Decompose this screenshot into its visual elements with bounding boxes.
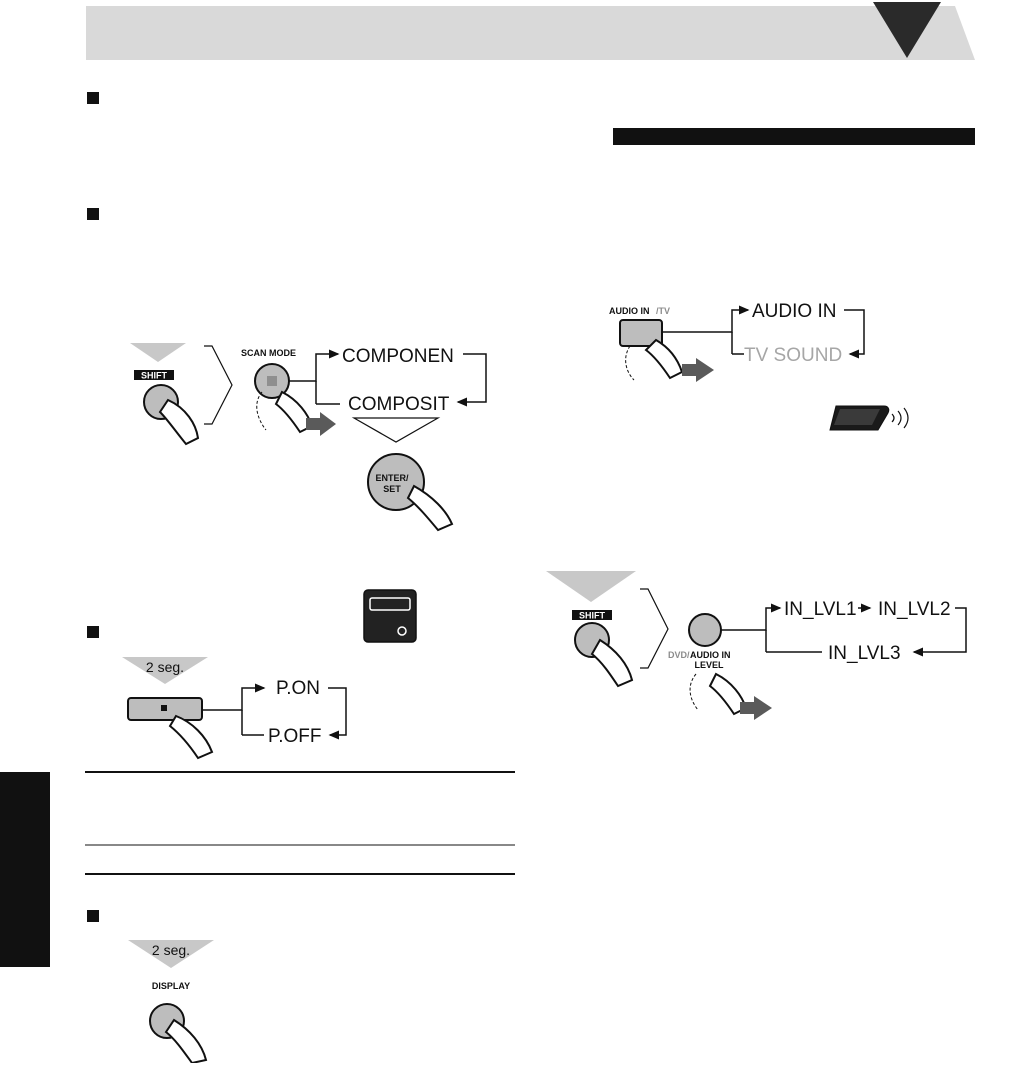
audio-in-level-label-1: AUDIO IN (690, 650, 731, 660)
display-label: DISPLAY (152, 981, 190, 991)
down-triangle-icon (873, 2, 941, 58)
signal-waves-icon (891, 407, 909, 429)
section-bullet (87, 208, 99, 220)
enter-set-label-2: SET (383, 484, 401, 494)
audio-option-1: AUDIO IN (752, 301, 836, 322)
hold-arrow-icon (122, 657, 208, 684)
unit-icon (363, 589, 417, 643)
level-option-2: IN_LVL2 (878, 599, 951, 620)
dvd-audio-in-level-button[interactable] (688, 613, 722, 647)
motion-trail-icon (689, 673, 699, 711)
enter-set-label-1: ENTER/ (375, 473, 409, 483)
section-heading-bar (613, 128, 975, 145)
shift-label-box (572, 610, 612, 620)
finger-icon (644, 338, 684, 380)
input-level-diagram: SHIFT DVD/ AUDIO IN LEVEL IN_LVL1 IN_LVL… (546, 571, 967, 720)
power-mode-diagram: 2 seg. P.ON P.OFF (122, 657, 347, 760)
audio-input-diagram: AUDIO IN /TV AUDIO IN TV SOUND (609, 301, 909, 431)
finger-icon (274, 390, 314, 434)
finger-icon (406, 484, 454, 532)
power-option-2: P.OFF (268, 726, 322, 747)
step-arrow-icon (640, 588, 669, 669)
dvd-label: DVD/ (668, 650, 690, 660)
tv-label: /TV (656, 306, 670, 316)
audio-option-2: TV SOUND (744, 345, 842, 366)
press-arrow-icon (546, 571, 636, 602)
repeat-arrow-icon (740, 696, 772, 720)
repeat-arrow-icon (306, 412, 336, 436)
section-bullet (87, 910, 99, 922)
hold-arrow-icon (128, 940, 214, 968)
shift-label: SHIFT (141, 371, 168, 381)
side-tab (0, 772, 50, 967)
confirm-arrow-icon (351, 417, 441, 443)
audio-in-level-label-2: LEVEL (694, 660, 724, 670)
scan-mode-diagram: SHIFT SCAN MODE COMPONEN COMPOSIT ENTER/… (130, 343, 487, 532)
section-bullet (87, 626, 99, 638)
scan-mode-label: SCAN MODE (241, 348, 296, 358)
stop-icon (267, 376, 277, 386)
finger-icon (708, 672, 748, 716)
step-arrow-icon (204, 345, 233, 425)
shift-label: SHIFT (579, 611, 606, 621)
section-bullet (87, 92, 99, 104)
audio-in-label: AUDIO IN (609, 306, 650, 316)
scan-option-1: COMPONEN (342, 346, 454, 367)
motion-trail-icon (625, 345, 635, 381)
scan-option-2: COMPOSIT (348, 394, 450, 415)
level-option-1: IN_LVL1 (784, 599, 857, 620)
display-diagram: 2 seg. DISPLAY (128, 940, 214, 1065)
repeat-arrow-icon (682, 358, 714, 382)
level-option-3: IN_LVL3 (828, 643, 901, 664)
hold-2sec-label: 2 seg. (146, 659, 184, 675)
remote-control-icon (829, 405, 909, 431)
motion-trail-icon (256, 391, 267, 431)
header-band (86, 2, 975, 60)
finger-icon (168, 714, 214, 760)
press-arrow-icon (130, 343, 186, 362)
finger-icon (590, 638, 634, 688)
audio-in-tv-button[interactable] (619, 319, 663, 347)
finger-icon (164, 1018, 208, 1065)
power-option-1: P.ON (276, 678, 320, 699)
shift-label-box (134, 370, 174, 380)
finger-icon (158, 398, 200, 446)
hold-2sec-label: 2 seg. (152, 942, 190, 958)
